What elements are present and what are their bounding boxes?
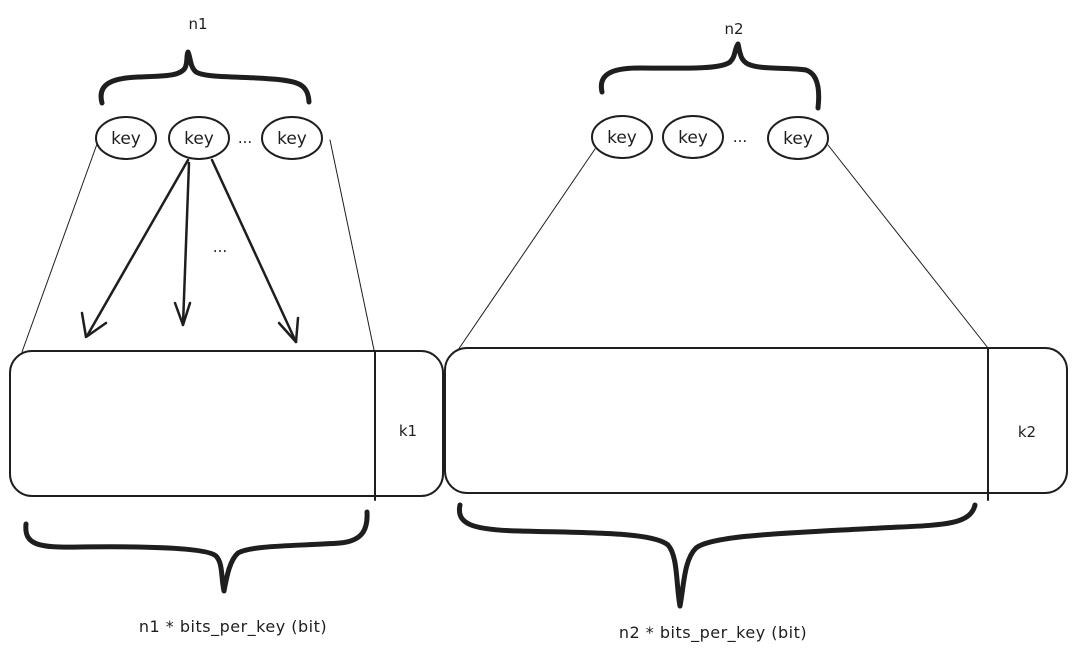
right-key-label: key (678, 128, 708, 148)
left-key-node (95, 116, 157, 160)
hash-arrow-head (80, 311, 108, 339)
right-projection-line (827, 144, 989, 349)
left-key-label: key (277, 129, 307, 149)
left-projection-line (21, 143, 98, 353)
left-bit-array (9, 350, 444, 497)
right-keys-ellipsis: ... (733, 128, 747, 146)
left-size-label: n1 * bits_per_key (bit) (139, 617, 327, 637)
left-key-node (168, 116, 230, 160)
right-hash-count-label: k2 (1018, 423, 1036, 441)
right-bit-array (444, 347, 1068, 494)
hash-arrow-head (277, 316, 300, 344)
right-filter-group: n2 key key ... key k2 n2 * bits_per_key … (444, 20, 1068, 643)
left-top-brace (98, 49, 312, 106)
left-key-label: key (184, 129, 214, 149)
right-key-count-label: n2 (724, 20, 743, 38)
left-bottom-brace (23, 509, 370, 594)
left-keys-ellipsis: ... (238, 129, 252, 147)
right-projection-line (457, 148, 596, 351)
right-key-node (591, 115, 653, 159)
hash-arrow (85, 158, 190, 338)
right-bottom-brace (456, 502, 978, 609)
hash-arrow (181, 161, 191, 327)
hash-arrow (210, 158, 298, 344)
left-key-label: key (111, 129, 141, 149)
left-key-count-label: n1 (188, 15, 207, 33)
left-hash-count-label: k1 (399, 422, 417, 440)
right-key-node (767, 116, 829, 160)
left-key-node (261, 116, 323, 160)
left-filter-group: n1 key key ... key ... k1 n1 * bits_per_… (9, 15, 444, 637)
right-top-brace (598, 41, 822, 111)
right-size-label: n2 * bits_per_key (bit) (619, 623, 807, 643)
right-key-label: key (783, 129, 813, 149)
right-key-node (662, 115, 724, 159)
hash-arrow-head (173, 301, 192, 327)
left-arrows-ellipsis: ... (213, 238, 227, 256)
left-hash-arrows (80, 158, 300, 344)
right-key-label: key (607, 128, 637, 148)
left-projection-line (329, 139, 375, 351)
